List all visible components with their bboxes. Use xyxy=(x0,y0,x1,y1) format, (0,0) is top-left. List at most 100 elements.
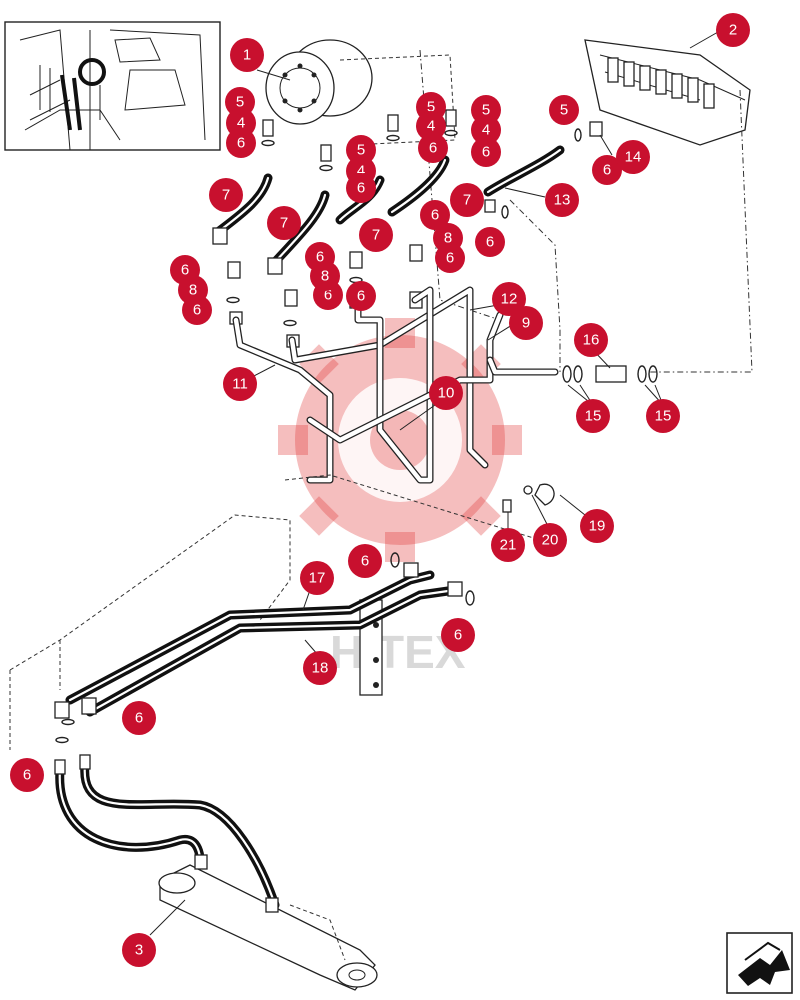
svg-text:4: 4 xyxy=(427,118,435,135)
callout-12: 12 xyxy=(492,282,526,316)
svg-text:15: 15 xyxy=(655,408,672,425)
svg-text:6: 6 xyxy=(429,140,437,157)
rigid-tubes xyxy=(232,286,559,484)
svg-text:6: 6 xyxy=(135,710,143,727)
callout-5: 5 xyxy=(346,135,376,165)
svg-text:6: 6 xyxy=(446,250,454,267)
callout-21: 21 xyxy=(491,528,525,562)
tube-couplings xyxy=(562,365,658,383)
callout-6: 6 xyxy=(435,243,465,273)
callouts: 1 2 5 4 6 5 4 6 5 4 6 5 4 6 5 6 14 7 7 7… xyxy=(10,13,750,967)
leader-lines xyxy=(149,31,719,936)
callout-5: 5 xyxy=(549,95,579,125)
callout-10: 10 xyxy=(429,376,463,410)
svg-text:6: 6 xyxy=(486,234,494,251)
svg-text:11: 11 xyxy=(232,376,248,393)
svg-text:6: 6 xyxy=(316,249,324,266)
svg-text:5: 5 xyxy=(357,142,365,159)
callout-1: 1 xyxy=(230,38,264,72)
callout-6: 6 xyxy=(441,618,475,652)
callout-17: 17 xyxy=(300,561,334,595)
clamp-hardware xyxy=(502,483,555,513)
svg-text:6: 6 xyxy=(193,302,201,319)
callout-6: 6 xyxy=(418,133,448,163)
svg-text:6: 6 xyxy=(431,207,439,224)
callout-6: 6 xyxy=(226,128,256,158)
callout-14: 14 xyxy=(616,140,650,174)
svg-text:6: 6 xyxy=(454,627,462,644)
svg-text:7: 7 xyxy=(280,215,288,232)
svg-text:10: 10 xyxy=(438,385,455,402)
svg-text:17: 17 xyxy=(309,570,326,587)
callout-19: 19 xyxy=(580,509,614,543)
cab-location-inset xyxy=(4,21,221,151)
control-valve-block xyxy=(584,39,751,146)
svg-text:7: 7 xyxy=(372,227,380,244)
svg-text:14: 14 xyxy=(625,149,642,166)
svg-text:6: 6 xyxy=(357,180,365,197)
callout-2: 2 xyxy=(716,13,750,47)
svg-text:6: 6 xyxy=(361,553,369,570)
svg-text:18: 18 xyxy=(312,660,329,677)
svg-text:5: 5 xyxy=(482,102,490,119)
callout-7: 7 xyxy=(359,218,393,252)
svg-text:6: 6 xyxy=(324,287,332,304)
callout-7: 7 xyxy=(209,178,243,212)
callout-18: 18 xyxy=(303,651,337,685)
callout-8: 8 xyxy=(310,261,340,291)
svg-text:8: 8 xyxy=(321,268,329,285)
cylinder-assembly xyxy=(54,754,378,991)
callout-20: 20 xyxy=(533,523,567,557)
callout-6: 6 xyxy=(348,544,382,578)
svg-text:6: 6 xyxy=(482,144,490,161)
svg-text:3: 3 xyxy=(135,942,143,959)
svg-text:6: 6 xyxy=(23,767,31,784)
callout-6: 6 xyxy=(182,295,212,325)
callout-15: 15 xyxy=(646,399,680,433)
svg-text:16: 16 xyxy=(583,332,600,349)
svg-text:6: 6 xyxy=(357,288,365,305)
svg-text:6: 6 xyxy=(237,135,245,152)
callout-7: 7 xyxy=(267,206,301,240)
callout-6: 6 xyxy=(10,758,44,792)
callout-16: 16 xyxy=(574,323,608,357)
svg-text:8: 8 xyxy=(444,230,452,247)
callout-6: 6 xyxy=(346,173,376,203)
svg-text:6: 6 xyxy=(603,162,611,179)
hydraulic-motor xyxy=(265,39,373,125)
callout-6: 6 xyxy=(475,227,505,257)
svg-text:5: 5 xyxy=(236,94,244,111)
hose-assemblies-lower xyxy=(54,552,475,744)
svg-text:4: 4 xyxy=(482,122,490,139)
svg-text:12: 12 xyxy=(501,291,518,308)
svg-text:4: 4 xyxy=(357,163,365,180)
callout-7: 7 xyxy=(450,183,484,217)
svg-text:8: 8 xyxy=(189,282,197,299)
svg-text:13: 13 xyxy=(554,192,571,209)
callout-6: 6 xyxy=(471,137,501,167)
svg-text:7: 7 xyxy=(463,192,471,209)
callout-6: 6 xyxy=(122,701,156,735)
svg-text:20: 20 xyxy=(542,532,559,549)
callout-9: 9 xyxy=(509,306,543,340)
svg-text:5: 5 xyxy=(427,99,435,116)
callout-4: 4 xyxy=(416,111,446,141)
hose-assemblies-upper xyxy=(213,145,565,267)
svg-text:5: 5 xyxy=(560,102,568,119)
callout-13: 13 xyxy=(545,183,579,217)
svg-text:15: 15 xyxy=(585,408,602,425)
callout-6: 6 xyxy=(592,155,622,185)
svg-text:7: 7 xyxy=(222,187,230,204)
callout-15: 15 xyxy=(576,399,610,433)
callout-4: 4 xyxy=(471,115,501,145)
next-page-arrow-icon[interactable] xyxy=(726,932,793,994)
callout-6: 6 xyxy=(420,200,450,230)
svg-text:1: 1 xyxy=(243,47,251,64)
svg-text:19: 19 xyxy=(589,518,606,535)
svg-text:6: 6 xyxy=(181,262,189,279)
svg-text:4: 4 xyxy=(237,115,245,132)
callout-6: 6 xyxy=(346,281,376,311)
svg-text:21: 21 xyxy=(500,537,517,554)
callout-3: 3 xyxy=(122,933,156,967)
